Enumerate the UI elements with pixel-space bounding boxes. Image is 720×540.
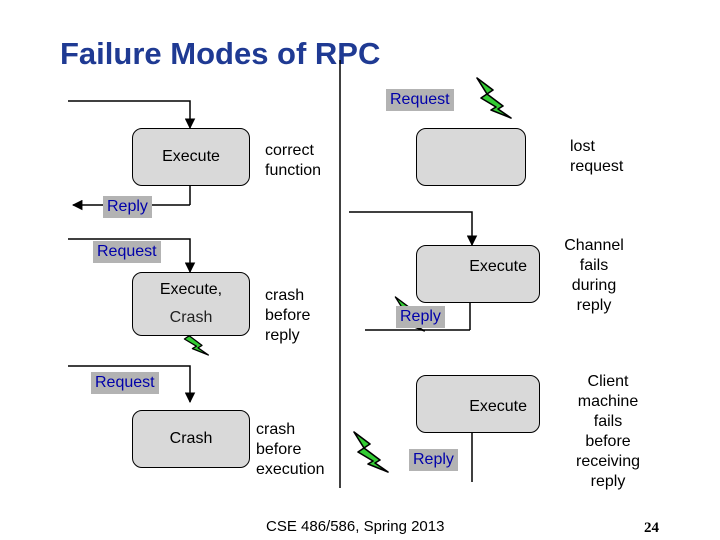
- request-arrow-2: [349, 211, 478, 247]
- reply-label: Reply: [409, 449, 458, 471]
- result-note: correct function: [265, 142, 322, 179]
- client-fails-note: Client machine fails before receiving re…: [575, 373, 641, 490]
- execute-label: Execute: [469, 258, 527, 275]
- crash-label: Crash: [169, 309, 213, 326]
- crash-label: Crash: [169, 430, 213, 447]
- footer: CSE 486/586, Spring 2013: [266, 518, 445, 535]
- request-label: Request: [91, 372, 159, 394]
- crash-before-execution-note: crash before execution: [256, 421, 325, 478]
- crash-box: Crash: [132, 410, 250, 468]
- request-arrow-1: [68, 100, 196, 130]
- execute-label: Execute: [162, 148, 220, 165]
- request-arrow-4: [68, 365, 196, 404]
- execute-label: Execute,: [159, 281, 223, 298]
- reply-label: Reply: [396, 306, 445, 328]
- server-execute-box: Execute: [416, 245, 540, 303]
- page-number: 24: [644, 520, 659, 536]
- lightning-icon: [353, 431, 389, 473]
- execute-box: Execute: [132, 128, 250, 186]
- execute-label: Execute: [469, 398, 527, 415]
- request-arrow-3: [68, 238, 196, 274]
- server-execute-box: Execute: [416, 375, 540, 433]
- reply-label: Reply: [103, 196, 152, 218]
- request-label: Request: [386, 89, 454, 111]
- page-title: Failure Modes of RPC: [60, 36, 381, 71]
- lightning-icon: [476, 77, 512, 119]
- server-box: [416, 128, 526, 186]
- request-label: Request: [93, 241, 161, 263]
- crash-before-reply-note: crash before reply: [265, 287, 311, 344]
- channel-fails-note: Channel fails during reply: [564, 237, 624, 314]
- lost-request-note: lost request: [570, 138, 624, 175]
- execute-crash-box: Execute, Crash: [132, 272, 250, 336]
